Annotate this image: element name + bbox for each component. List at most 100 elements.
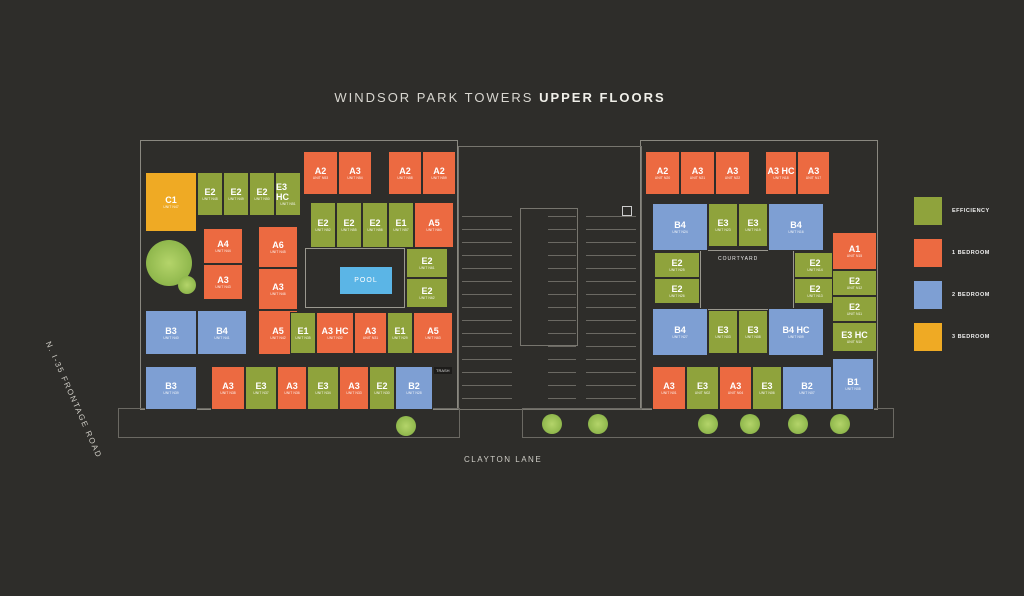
unit-code: E1 bbox=[394, 326, 406, 336]
unit-code: A5 bbox=[427, 326, 439, 336]
unit-code: E2 bbox=[671, 284, 683, 294]
legend-swatch bbox=[914, 239, 942, 267]
unit-code: E1 bbox=[297, 326, 309, 336]
unit-code: A3 bbox=[348, 381, 360, 391]
parking-stall-line bbox=[548, 229, 576, 230]
unit-number: UNIT N39 bbox=[163, 391, 179, 395]
unit-number: UNIT N45 bbox=[270, 250, 286, 254]
unit-code: A2 bbox=[314, 166, 327, 176]
parking-stall-line bbox=[548, 385, 576, 386]
unit-number: UNIT N23 bbox=[715, 228, 731, 232]
unit-number: UNIT N41 bbox=[214, 335, 230, 340]
unit-code: E3 bbox=[747, 325, 759, 335]
unit-number: UNIT N24 bbox=[672, 230, 688, 234]
parking-stall-line bbox=[548, 346, 576, 347]
unit-code: A6 bbox=[272, 240, 284, 250]
unit-code: A2 bbox=[656, 166, 669, 176]
unit-number: UNIT N63 bbox=[425, 336, 441, 340]
unit-number: UNIT N62 bbox=[419, 296, 435, 300]
unit-code: E2 bbox=[230, 187, 242, 197]
unit-number: UNIT N30 bbox=[374, 391, 390, 395]
unit-number: UNIT N18 bbox=[773, 176, 789, 180]
unit-number: UNIT N01 bbox=[661, 391, 677, 395]
unit-number: UNIT N35 bbox=[295, 336, 311, 340]
unit-code: C1 bbox=[165, 195, 177, 205]
tree-icon bbox=[830, 414, 850, 434]
unit-number: UNIT N20 bbox=[654, 176, 671, 180]
unit-code: A5 bbox=[428, 218, 440, 228]
unit-number: UNIT N08 bbox=[745, 335, 761, 339]
unit-number: UNIT N33 bbox=[346, 391, 362, 395]
legend-item-efficiency: EFFICIENCY bbox=[914, 197, 990, 225]
parking-stall-line bbox=[586, 281, 636, 282]
courtyard-label: COURTYARD bbox=[718, 256, 759, 262]
unit-number: UNIT N60 bbox=[426, 228, 442, 232]
parking-stall-line bbox=[462, 307, 512, 308]
unit-number: UNIT N38 bbox=[220, 391, 236, 395]
parking-stall-line bbox=[586, 216, 636, 217]
